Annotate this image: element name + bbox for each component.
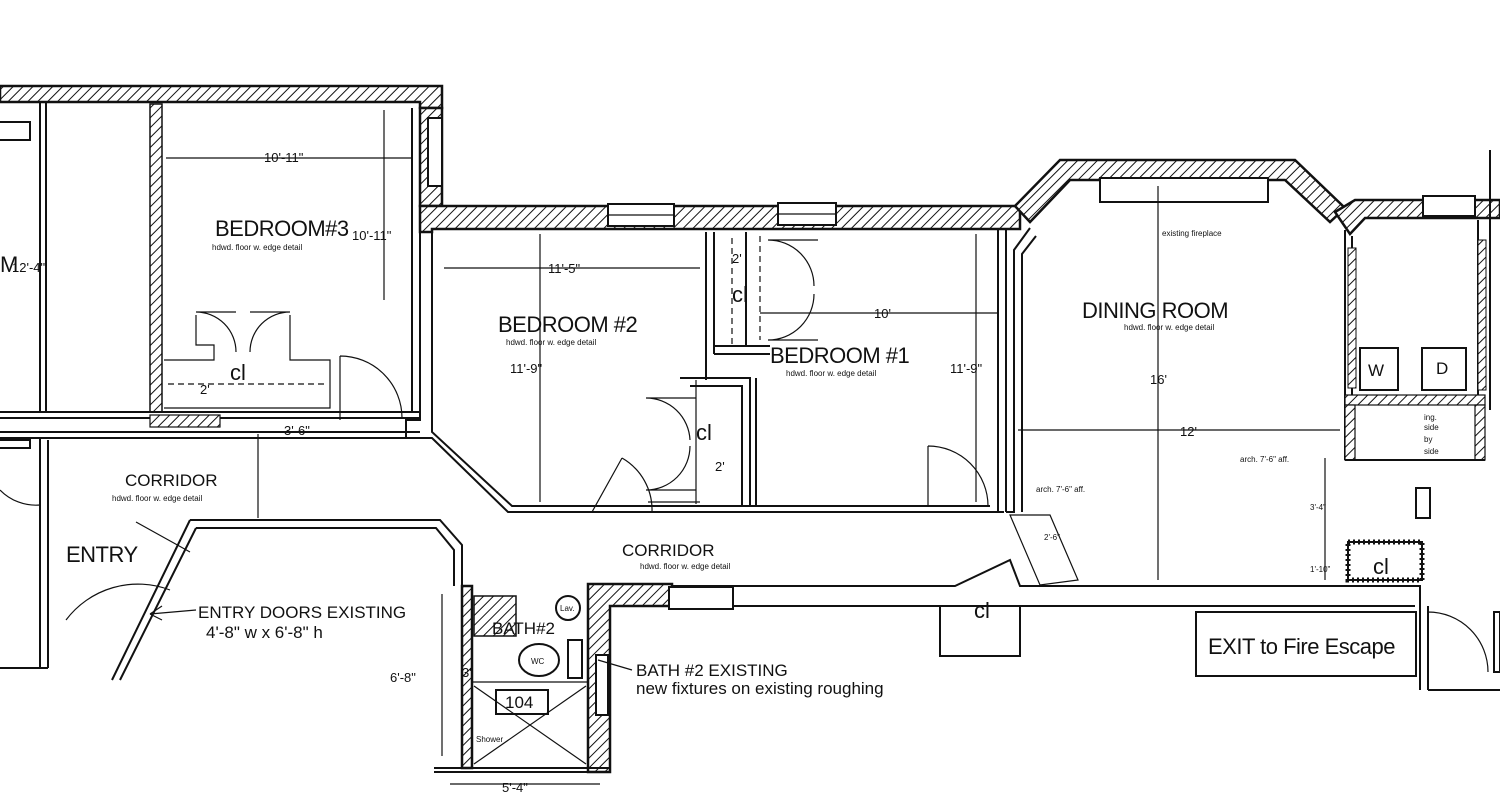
dimension-lines (166, 110, 1340, 785)
wc-label: WC (531, 657, 545, 666)
bath-existing-note-title: BATH #2 EXISTING (636, 661, 788, 680)
interior-walls (0, 102, 1500, 773)
ing-side-label: ing. (1424, 413, 1437, 422)
fireplace-label: existing fireplace (1162, 229, 1222, 238)
closet-box-corridor (939, 605, 1021, 657)
dryer-label: D (1436, 359, 1448, 378)
arch-note-left: arch. 7'-6" aff. (1036, 485, 1085, 494)
room-number-box (495, 689, 549, 715)
room-label-corridor-main: CORRIDOR (622, 541, 715, 560)
dim-bath-height: 6'-8" (390, 670, 416, 685)
dim-partial-room: 12'-4" (12, 260, 46, 275)
dim-closet-a: 2' (732, 251, 742, 266)
floor-note-bedroom2: hdwd. floor w. edge detail (506, 338, 597, 347)
doors (0, 236, 1489, 673)
dim-bed1-width: 10' (874, 306, 891, 321)
washer-box (1359, 347, 1399, 391)
floor-note-corridor-left: hdwd. floor w. edge detail (112, 494, 203, 503)
side-by-side-label: side (1424, 447, 1439, 456)
floor-note-corridor-main: hdwd. floor w. edge detail (640, 562, 731, 571)
room-labels: BEDROOM#3 BEDROOM #2 BEDROOM #1 DINING R… (0, 216, 1229, 712)
room-label-bath2: BATH#2 (492, 619, 555, 638)
closet-label-bed3: cl (230, 360, 246, 385)
dim-bed2-depth: 11'-9" (510, 361, 543, 376)
dim-bath-side: 3' (462, 665, 472, 680)
entry-doors-note-title: ENTRY DOORS EXISTING (198, 603, 406, 622)
closet-label-right: cl (1373, 554, 1389, 579)
exit-label: EXIT to Fire Escape (1208, 634, 1395, 659)
floor-note-bedroom1: hdwd. floor w. edge detail (786, 369, 877, 378)
dim-arch-width: 2'-6" (1044, 533, 1060, 542)
room-label-corridor-left: CORRIDOR (125, 471, 218, 490)
closet-label-corridor: cl (974, 598, 990, 623)
wc-fixture (518, 643, 560, 677)
dim-bed3-depth: 10'-11" (352, 228, 392, 243)
room-label-partial: M (0, 252, 18, 277)
dim-bath-width: 5'-4" (502, 780, 528, 795)
arch-note-right: arch. 7'-6" aff. (1240, 455, 1289, 464)
side-label: side (1424, 423, 1439, 432)
windows (427, 117, 1476, 610)
room-label-dining: DINING ROOM (1082, 298, 1228, 323)
by-label: by (1424, 435, 1432, 444)
bath-existing-note-sub: new fixtures on existing roughing (636, 679, 884, 698)
dim-bed1-depth: 11'-9" (950, 361, 983, 376)
entry-doors-note-size: 4'-8" w x 6'-8" h (206, 623, 323, 642)
floor-notes: hdwd. floor w. edge detail hdwd. floor w… (112, 243, 1215, 571)
closet-label-bed1: cl (732, 282, 748, 307)
room-label-bedroom3: BEDROOM#3 (215, 216, 349, 241)
room-label-bedroom2: BEDROOM #2 (498, 312, 638, 337)
dim-dining-depth: 16' (1150, 372, 1167, 387)
dim-bed2-width: 11'-5" (548, 261, 581, 276)
washer-label: W (1368, 361, 1384, 380)
fixtures (473, 347, 1467, 765)
annotations: ENTRY DOORS EXISTING 4'-8" w x 6'-8" h B… (149, 455, 1396, 698)
shower-label: Shower (476, 735, 503, 744)
lav-label: Lav. (560, 604, 575, 613)
closet-labels: cl cl cl cl cl (230, 282, 1389, 623)
dryer-box (1421, 347, 1467, 391)
exit-box (1195, 611, 1417, 677)
dim-closet-c: 2' (200, 382, 210, 397)
floor-note-bedroom3: hdwd. floor w. edge detail (212, 243, 303, 252)
room-label-bedroom1: BEDROOM #1 (770, 343, 910, 368)
lav-fixture (555, 595, 581, 621)
dim-closet-b: 2' (715, 459, 725, 474)
dim-bed3-width: 10'-11" (264, 150, 304, 165)
dim-opening: 3'-6" (284, 423, 310, 438)
fixture-labels: W D WC Lav. Shower existing fireplace in… (476, 229, 1448, 744)
exterior-walls (0, 84, 1500, 774)
dimension-labels: 10'-11" 10'-11" 12'-4" 11'-5" 11'-9" 10'… (12, 150, 1331, 795)
dim-small-b: 1'-10" (1310, 565, 1331, 574)
dim-dining-width: 12' (1180, 424, 1197, 439)
room-label-entry: ENTRY (66, 542, 138, 567)
room-number: 104 (505, 693, 533, 712)
floor-note-dining: hdwd. floor w. edge detail (1124, 323, 1215, 332)
dim-small-a: 3'-4" (1310, 503, 1326, 512)
closet-label-bed2: cl (696, 420, 712, 445)
